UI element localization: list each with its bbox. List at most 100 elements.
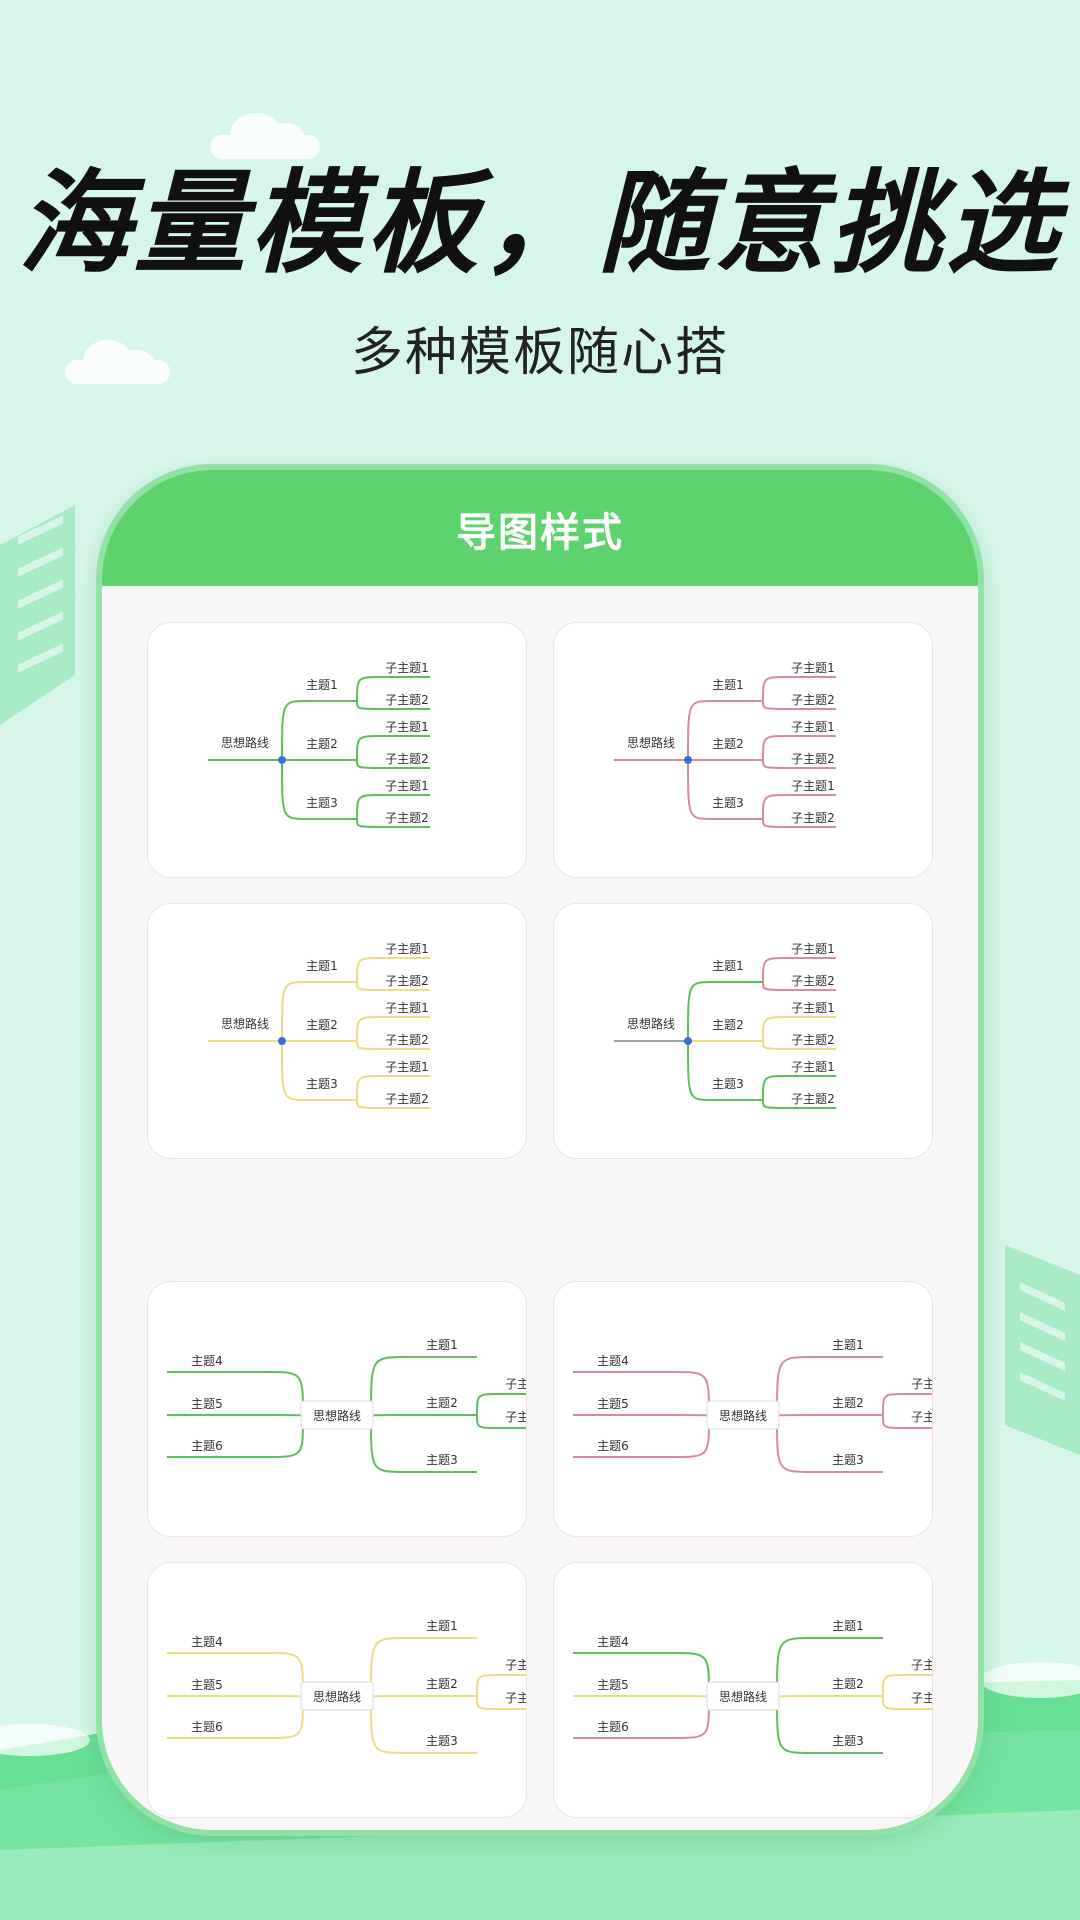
node-label: 子主题2 [791, 974, 835, 988]
node-label: 子主题2 [911, 1691, 932, 1705]
node-label: 思想路线 [627, 735, 675, 750]
branch-line [687, 700, 763, 761]
node-label: 思想路线 [313, 1408, 361, 1423]
node-label: 主题2 [832, 1677, 864, 1691]
branch-line [167, 1652, 304, 1699]
root-dot [684, 756, 692, 764]
node-label: 主题2 [426, 1396, 458, 1410]
panel-title: 导图样式 [456, 510, 624, 556]
node-label: 子主题2 [505, 1410, 526, 1424]
node-label: 子主题1 [911, 1377, 932, 1391]
node-label: 子主题1 [385, 1060, 429, 1074]
node-label: 子主题2 [385, 693, 429, 707]
branch-line [776, 1414, 883, 1418]
node-label: 子主题2 [791, 752, 835, 766]
building-decoration-right [1005, 1245, 1080, 1455]
branch-line [882, 1414, 932, 1429]
node-label: 主题6 [191, 1720, 223, 1734]
template-card[interactable]: 主题4主题5主题6主题1主题2主题3子主题1子主题2思想路线 [147, 1562, 527, 1818]
root-node [300, 1400, 374, 1430]
template-card[interactable]: 主题4主题5主题6主题1主题2主题3子主题1子主题2思想路线 [553, 1281, 933, 1537]
branch-line [356, 794, 430, 820]
branch-line [762, 759, 836, 769]
cloud-decoration [65, 340, 170, 384]
node-label: 主题5 [597, 1397, 629, 1411]
node-label: 子主题1 [791, 661, 835, 675]
node-label: 子主题1 [791, 720, 835, 734]
branch-line [762, 676, 836, 702]
branch-line [476, 1393, 526, 1416]
node-label: 主题2 [712, 737, 744, 751]
branch-line [882, 1674, 932, 1697]
branch-line [281, 759, 357, 820]
node-label: 主题6 [597, 1720, 629, 1734]
branch-line [476, 1695, 526, 1710]
node-label: 子主题2 [791, 1092, 835, 1106]
branch-line [356, 759, 430, 769]
branch-line [762, 1099, 836, 1109]
node-label: 主题1 [832, 1338, 864, 1352]
node-label: 主题5 [191, 1397, 223, 1411]
node-label: 主题6 [597, 1439, 629, 1453]
headline: 海量模板，随意挑选 [18, 159, 1062, 289]
branch-line [370, 1416, 477, 1473]
node-label: 子主题2 [791, 1033, 835, 1047]
branch-line [167, 1414, 304, 1418]
root-dot [278, 1037, 286, 1045]
node-label: 主题1 [306, 959, 338, 973]
branch-line [573, 1695, 710, 1699]
mindmap-thumbnail: 主题4主题5主题6主题1主题2主题3子主题1子主题2思想路线 [167, 1338, 526, 1473]
building-decoration-left [0, 505, 75, 725]
branch-line [762, 1040, 836, 1050]
branch-line [573, 1697, 710, 1739]
branch-line [687, 1040, 763, 1101]
node-label: 子主题2 [505, 1691, 526, 1705]
node-label: 子主题2 [385, 811, 429, 825]
branch-line [356, 676, 430, 702]
template-card[interactable]: 主题4主题5主题6主题1主题2主题3子主题1子主题2思想路线 [147, 1281, 527, 1537]
branch-line [370, 1637, 477, 1699]
mindmap-thumbnail: 主题4主题5主题6主题1主题2主题3子主题1子主题2思想路线 [573, 1619, 932, 1754]
node-label: 子主题1 [385, 942, 429, 956]
node-label: 主题1 [306, 678, 338, 692]
branch-line [573, 1371, 710, 1418]
branch-line [762, 794, 836, 820]
node-label: 主题3 [426, 1453, 458, 1467]
branch-line [356, 1040, 430, 1050]
template-card[interactable]: 主题4主题5主题6主题1主题2主题3子主题1子主题2思想路线 [553, 1562, 933, 1818]
node-label: 主题1 [712, 678, 744, 692]
node-label: 思想路线 [221, 1016, 269, 1031]
node-label: 主题2 [712, 1018, 744, 1032]
node-label: 子主题2 [911, 1410, 932, 1424]
mindmap-thumbnail: 主题4主题5主题6主题1主题2主题3子主题1子主题2思想路线 [167, 1619, 526, 1754]
branch-line [370, 1697, 477, 1754]
branch-line [762, 957, 836, 983]
branch-line [356, 700, 430, 710]
branch-line [167, 1371, 304, 1418]
node-label: 主题3 [832, 1453, 864, 1467]
branch-line [370, 1414, 477, 1418]
node-label: 思想路线 [313, 1689, 361, 1704]
branch-line [762, 735, 836, 761]
root-node [706, 1681, 780, 1711]
branch-line [370, 1695, 477, 1699]
node-label: 子主题1 [791, 1001, 835, 1015]
root-node [706, 1400, 780, 1430]
branch-line [882, 1393, 932, 1416]
node-label: 子主题1 [505, 1658, 526, 1672]
node-label: 主题3 [426, 1734, 458, 1748]
panel-header: 导图样式 [102, 470, 978, 586]
branch-line [762, 700, 836, 710]
node-label: 主题2 [306, 1018, 338, 1032]
node-label: 子主题1 [385, 661, 429, 675]
node-label: 子主题2 [385, 1033, 429, 1047]
branch-line [167, 1695, 304, 1699]
